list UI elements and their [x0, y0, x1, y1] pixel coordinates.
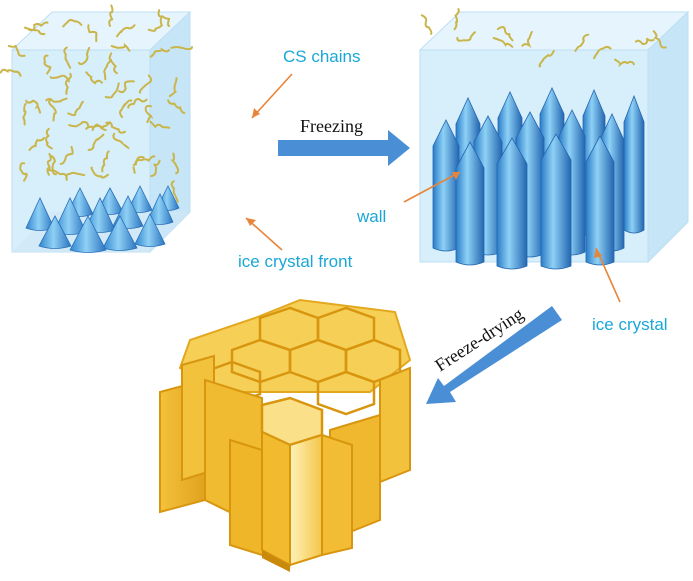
- ice-crystal-front-cones: [25, 185, 180, 253]
- polymer-chain: [634, 37, 655, 45]
- cs-chains-right: [420, 8, 667, 68]
- polymer-chain: [85, 124, 107, 131]
- freeze-drying-arrow: [426, 306, 562, 404]
- pillar-ice-crystal: [496, 137, 528, 270]
- polymer-chain: [7, 44, 26, 57]
- polymer-chain: [132, 156, 145, 174]
- honeycomb-scaffold: [159, 298, 412, 572]
- polymer-chain: [104, 82, 120, 99]
- polymer-chain: [63, 46, 72, 69]
- polymer-chain: [87, 133, 105, 151]
- polymer-chain: [456, 31, 476, 42]
- polymer-chain: [420, 14, 433, 35]
- polymer-chain: [149, 47, 170, 58]
- polymer-chain: [87, 24, 98, 43]
- polymer-chain: [147, 17, 163, 32]
- leader-wall: [403, 171, 461, 203]
- pillar-ice-crystal: [623, 94, 645, 234]
- leader-lines: [245, 73, 621, 303]
- cone-ice-crystal: [69, 215, 107, 253]
- polymer-chain: [101, 150, 110, 173]
- polymer-chain: [167, 99, 186, 114]
- cs-chains-left: [0, 4, 193, 203]
- polymer-chain: [116, 24, 136, 38]
- polymer-chain: [574, 33, 590, 52]
- ice-crystal-front-label: ice crystal front: [238, 252, 353, 271]
- polymer-chain: [105, 121, 126, 134]
- polymer-chain: [157, 9, 171, 27]
- leader-ice-crystal: [595, 247, 621, 303]
- pillar-ice-crystal: [585, 135, 615, 266]
- polymer-chain: [112, 132, 130, 149]
- polymer-chain: [90, 166, 109, 179]
- polymer-chain: [28, 21, 49, 32]
- polymer-chain: [614, 58, 635, 68]
- pillar-ice-crystal: [540, 133, 572, 270]
- polymer-chain: [118, 80, 135, 94]
- ice-crystal-pillars: [432, 87, 645, 270]
- freezing-arrow: [278, 130, 410, 166]
- wall-label: wall: [356, 207, 386, 226]
- polymer-chain: [64, 72, 72, 95]
- polymer-chain: [0, 68, 22, 77]
- polymer-chain: [110, 42, 131, 52]
- polymer-chain: [103, 59, 113, 81]
- polymer-chain: [108, 52, 118, 75]
- cone-ice-crystal: [38, 215, 72, 249]
- polymer-chain: [138, 74, 153, 94]
- ice-crystal-label: ice crystal: [592, 315, 668, 334]
- cs-chains-label: CS chains: [283, 47, 360, 66]
- polymer-chain: [25, 99, 42, 114]
- polymer-chain: [49, 74, 70, 83]
- leader-cs-chains: [251, 73, 293, 119]
- polymer-chain: [45, 127, 53, 150]
- polymer-chain: [62, 19, 83, 28]
- polymer-chain: [521, 30, 533, 49]
- polymer-chain: [77, 46, 91, 66]
- polymer-chain: [46, 167, 68, 179]
- polymer-chain: [43, 54, 52, 75]
- polymer-chain: [170, 45, 193, 51]
- cone-ice-crystal: [102, 215, 138, 251]
- polymer-chain: [144, 104, 154, 124]
- polymer-chain: [492, 37, 514, 48]
- freezing-label: Freezing: [300, 116, 363, 136]
- polymer-chain: [59, 146, 74, 165]
- polymer-chain: [19, 162, 28, 182]
- polymer-chain: [149, 120, 171, 129]
- polymer-chain: [538, 50, 555, 68]
- polymer-chain: [28, 136, 46, 151]
- polymer-chain: [49, 154, 58, 176]
- leader-arrowheads: [246, 108, 602, 258]
- polymer-chain: [48, 99, 57, 122]
- pillar-ice-crystal: [455, 141, 485, 266]
- polymer-chain: [127, 98, 148, 109]
- polymer-chain: [22, 102, 27, 126]
- polymer-chain: [170, 152, 180, 175]
- polymer-chain: [593, 45, 612, 60]
- polymer-chain: [85, 71, 103, 85]
- polymer-chain: [453, 8, 460, 31]
- polymer-chain: [68, 120, 90, 128]
- polymer-chain: [108, 4, 114, 27]
- polymer-chain: [119, 99, 133, 119]
- polymer-chain: [65, 171, 86, 181]
- polymer-chain: [150, 159, 161, 178]
- polymer-chain: [23, 26, 46, 36]
- cone-ice-crystal: [134, 213, 166, 247]
- polymer-chain: [496, 25, 514, 42]
- polymer-chain: [652, 30, 667, 49]
- polymer-chain: [168, 77, 178, 98]
- polymer-chain: [67, 100, 84, 117]
- pillar-ice-crystal: [432, 119, 460, 252]
- polymer-chain: [170, 180, 179, 203]
- polymer-chain: [45, 97, 68, 103]
